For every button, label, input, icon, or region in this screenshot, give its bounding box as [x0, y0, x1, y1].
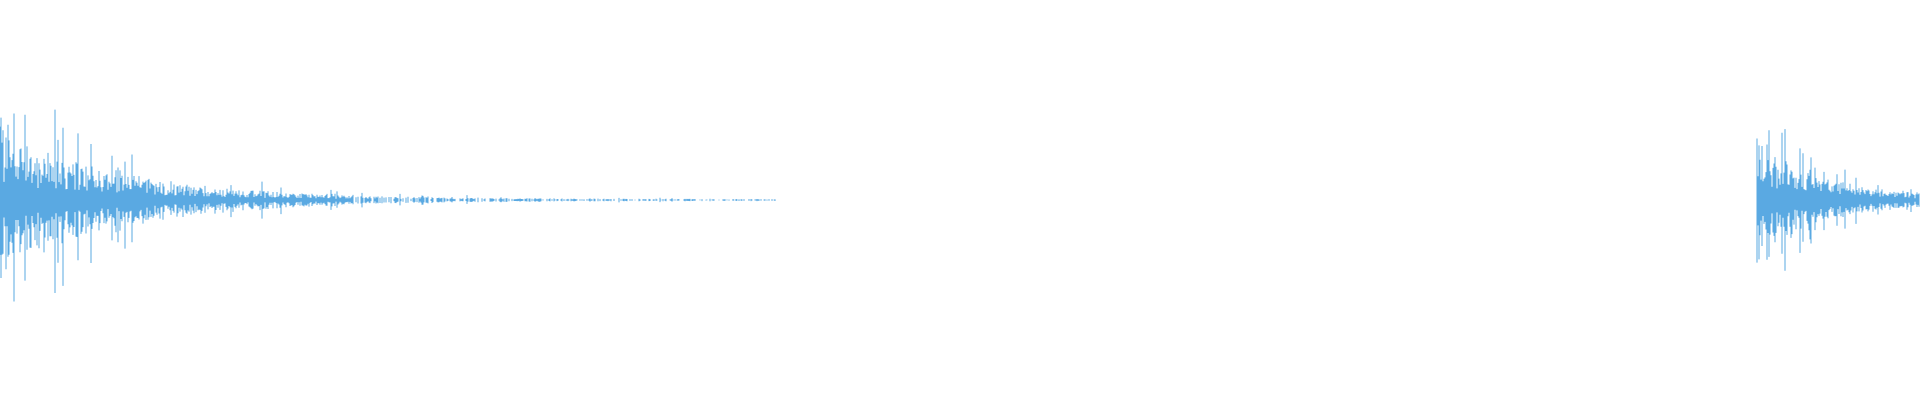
waveform-clip-2	[1756, 129, 1920, 271]
waveform-strokes	[0, 109, 1920, 302]
waveform-clip-1	[0, 109, 776, 302]
